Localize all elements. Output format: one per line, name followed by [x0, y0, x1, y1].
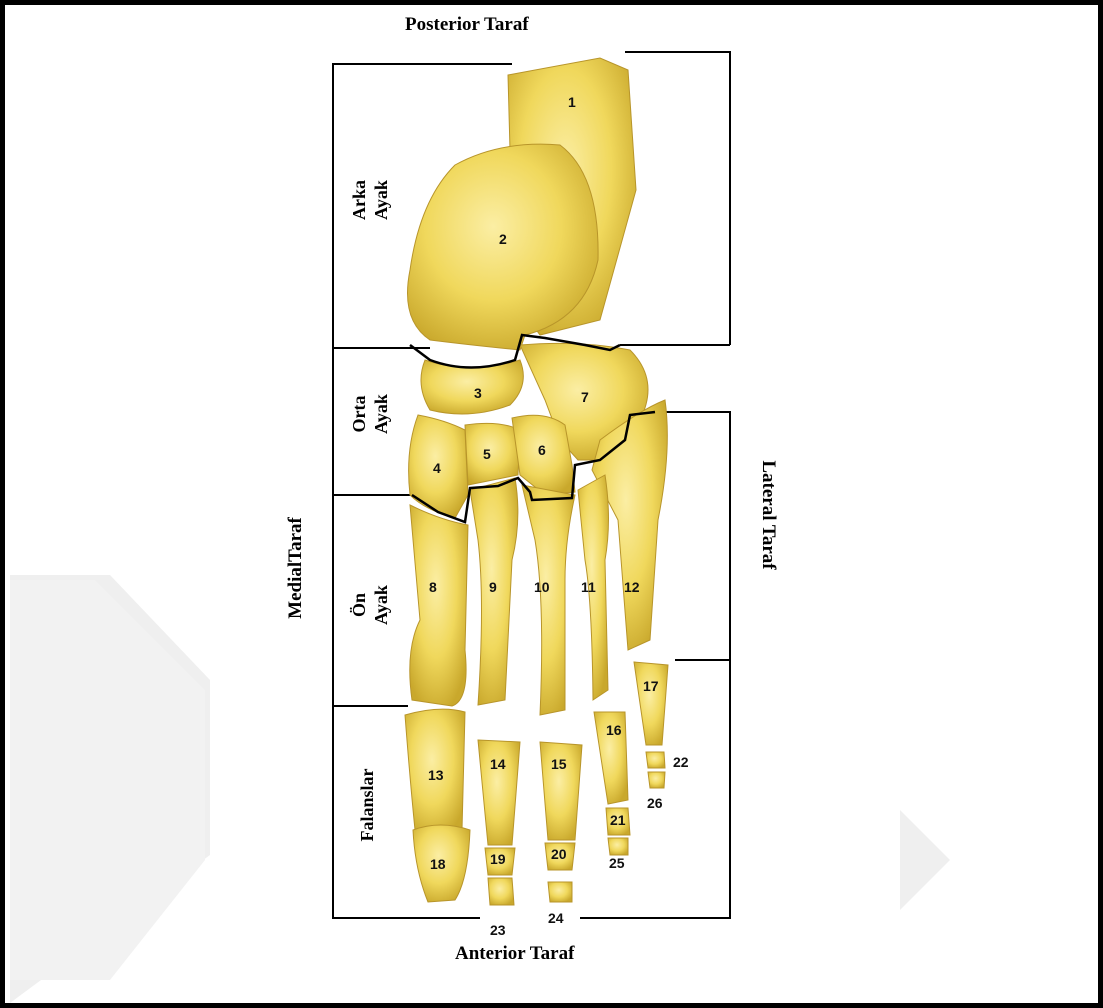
num-16: 16 [606, 722, 622, 738]
bone-dist-4 [608, 838, 628, 855]
region-midfoot-line1: Orta [348, 394, 370, 434]
num-1: 1 [568, 94, 576, 110]
num-21: 21 [610, 812, 626, 828]
bone-met-3 [522, 485, 575, 715]
num-6: 6 [538, 442, 546, 458]
num-9: 9 [489, 579, 497, 595]
bone-dist-5 [648, 772, 665, 788]
num-5: 5 [483, 446, 491, 462]
num-8: 8 [429, 579, 437, 595]
num-7: 7 [581, 389, 589, 405]
bone-prox-5 [634, 662, 668, 745]
region-phalanges-line1: Falanslar [356, 768, 378, 841]
num-13: 13 [428, 767, 444, 783]
bone-cuneiform-int [465, 423, 520, 485]
region-phalanges: Falanslar [356, 768, 378, 841]
region-forefoot-line1: Ön [348, 585, 370, 625]
num-18: 18 [430, 856, 446, 872]
num-22: 22 [673, 754, 689, 770]
region-forefoot-line2: Ayak [370, 585, 392, 625]
bones [405, 58, 668, 905]
num-15: 15 [551, 756, 567, 772]
region-hindfoot-line2: Ayak [370, 180, 392, 220]
num-10: 10 [534, 579, 550, 595]
region-midfoot-line2: Ayak [370, 394, 392, 434]
num-25: 25 [609, 855, 625, 871]
num-23: 23 [490, 922, 506, 938]
num-2: 2 [499, 231, 507, 247]
bone-met-1 [410, 505, 468, 706]
label-lateral: Lateral Taraf [757, 460, 779, 569]
bone-dist-2 [488, 878, 514, 905]
label-medial: MedialTaraf [285, 517, 307, 619]
num-14: 14 [490, 756, 506, 772]
num-11: 11 [581, 579, 596, 595]
num-20: 20 [551, 846, 567, 862]
num-17: 17 [643, 678, 659, 694]
num-26: 26 [647, 795, 663, 811]
num-12: 12 [624, 579, 640, 595]
label-anterior: Anterior Taraf [455, 943, 574, 965]
region-hindfoot-line1: Arka [348, 180, 370, 220]
region-midfoot: Orta Ayak [348, 394, 392, 434]
label-posterior: Posterior Taraf [405, 14, 529, 36]
region-forefoot: Ön Ayak [348, 585, 392, 625]
num-4: 4 [433, 460, 441, 476]
num-24: 24 [548, 910, 564, 926]
num-3: 3 [474, 385, 482, 401]
bone-mid-5 [646, 752, 665, 768]
region-hindfoot: Arka Ayak [348, 180, 392, 220]
bracket-right-top [625, 52, 730, 345]
num-19: 19 [490, 851, 506, 867]
bone-dist-3 [548, 882, 572, 902]
